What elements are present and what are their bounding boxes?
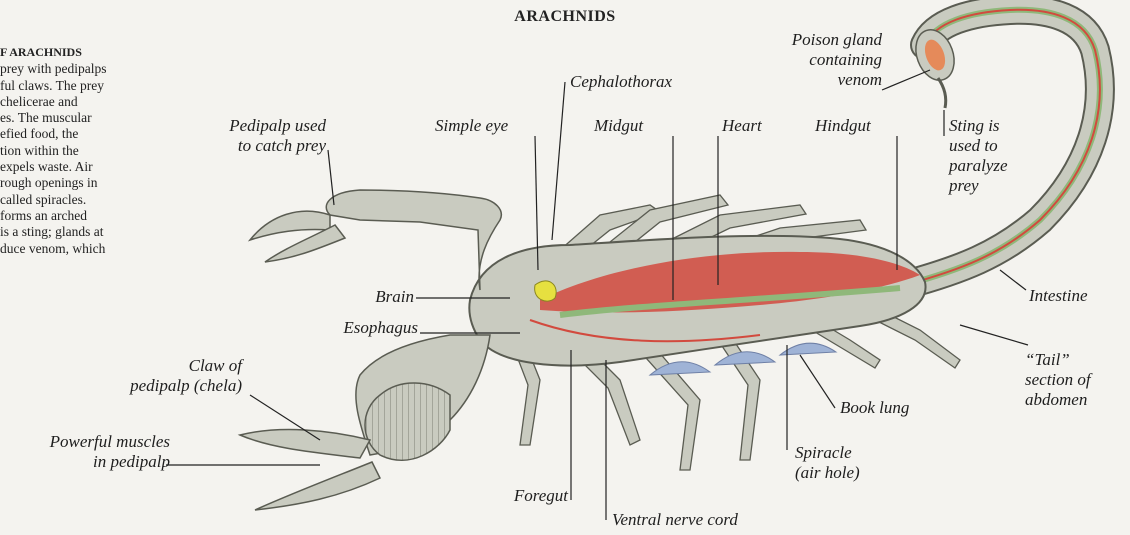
intro-line: ful claws. The prey	[0, 78, 190, 94]
intro-line: es. The muscular	[0, 110, 190, 126]
intro-line: chelicerae and	[0, 94, 190, 110]
label-intestine: Intestine	[1029, 286, 1088, 306]
intro-line: expels waste. Air	[0, 159, 190, 175]
label-book-lung: Book lung	[840, 398, 909, 418]
label-claw: Claw of pedipalp (chela)	[80, 356, 242, 396]
intro-line: forms an arched	[0, 208, 190, 224]
label-spiracle: Spiracle (air hole)	[795, 443, 860, 483]
label-ventral-nerve-cord: Ventral nerve cord	[612, 510, 738, 530]
label-heart: Heart	[722, 116, 762, 136]
intro-line: rough openings in	[0, 175, 190, 191]
label-esophagus: Esophagus	[314, 318, 418, 338]
label-simple-eye: Simple eye	[435, 116, 508, 136]
label-powerful-muscles: Powerful muscles in pedipalp	[0, 432, 170, 472]
label-hindgut: Hindgut	[815, 116, 871, 136]
label-pedipalp: Pedipalp used to catch prey	[180, 116, 326, 156]
label-tail: “Tail” section of abdomen	[1025, 350, 1091, 410]
intro-title: F ARACHNIDS	[0, 44, 190, 60]
intro-line: called spiracles.	[0, 192, 190, 208]
intro-text: F ARACHNIDS prey with pedipalps ful claw…	[0, 44, 190, 257]
intro-line: tion within the	[0, 143, 190, 159]
intro-line: prey with pedipalps	[0, 61, 190, 77]
intro-line: is a sting; glands at	[0, 224, 190, 240]
diagram-heading: ARACHNIDS	[0, 8, 1130, 26]
intro-line: duce venom, which	[0, 241, 190, 257]
label-poison-gland: Poison gland containing venom	[742, 30, 882, 90]
lower-pedipalp	[240, 335, 490, 510]
intro-line: efied food, the	[0, 126, 190, 142]
label-sting: Sting is used to paralyze prey	[949, 116, 1008, 196]
label-brain: Brain	[340, 287, 414, 307]
label-midgut: Midgut	[594, 116, 643, 136]
label-cephalothorax: Cephalothorax	[570, 72, 672, 92]
upper-pedipalp	[250, 190, 501, 290]
label-foregut: Foregut	[470, 486, 568, 506]
